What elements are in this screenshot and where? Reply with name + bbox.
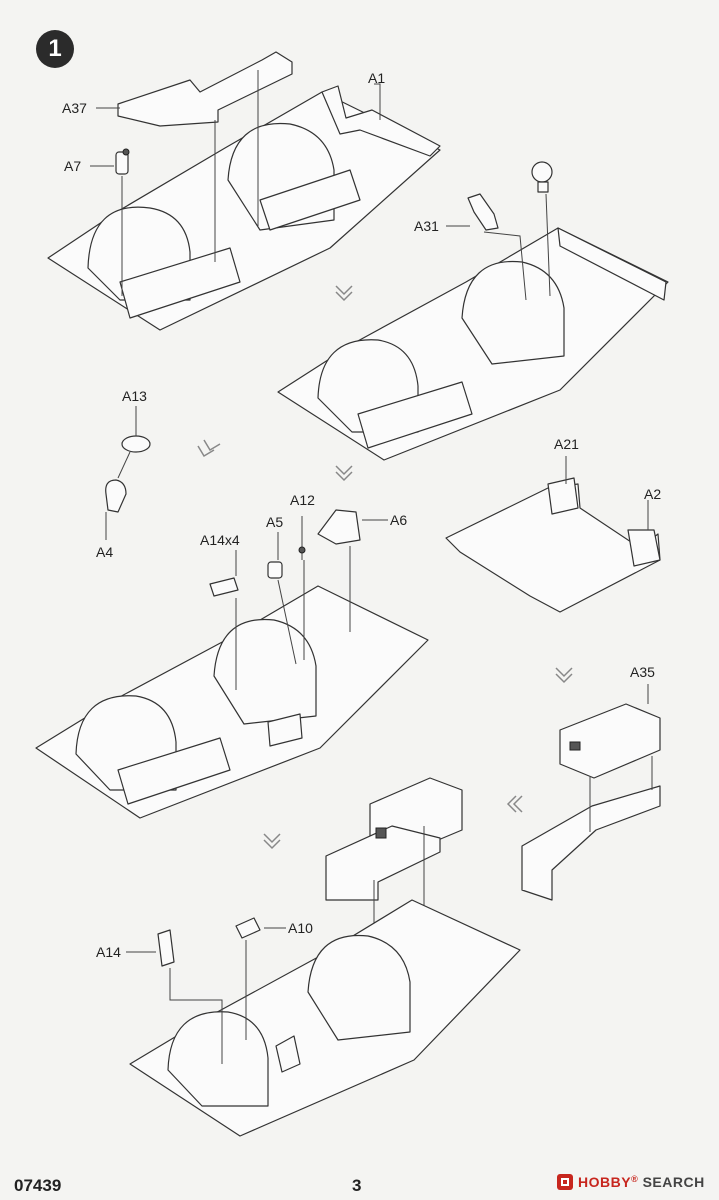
part-a12-drawing: [298, 516, 306, 560]
watermark-brand-red: HOBBY: [578, 1174, 632, 1190]
step-number-badge: 1: [36, 30, 74, 68]
part-a10-drawing: [235, 917, 261, 939]
part-a21-a2-drawing: [445, 477, 661, 613]
left-arrow-icon: [506, 795, 523, 813]
part-a13-drawing: [117, 435, 151, 479]
label-a10: A10: [288, 920, 313, 936]
label-a21: A21: [554, 436, 579, 452]
hobbysearch-logo-icon: [557, 1174, 573, 1190]
label-a1: A1: [368, 70, 386, 86]
label-a13: A13: [122, 388, 147, 404]
part-a4-drawing: [105, 479, 127, 513]
down-arrow-icon: [335, 285, 353, 302]
label-a35: A35: [630, 664, 655, 680]
part-a14x4-drawing: [209, 577, 239, 597]
label-a31: A31: [414, 218, 439, 234]
chassis-drawing-top: [47, 85, 441, 331]
chassis-drawing-third: [35, 585, 429, 819]
page-number: 3: [352, 1176, 362, 1195]
watermark-mark: ®: [631, 1174, 639, 1184]
label-a6: A6: [390, 512, 408, 528]
part-a7-drawing: [115, 148, 130, 175]
watermark-brand-dark: SEARCH: [642, 1174, 705, 1190]
label-a7: A7: [64, 158, 82, 174]
down-arrow-icon: [555, 667, 573, 684]
label-a14x4: A14x4: [200, 532, 240, 548]
part-a6-drawing: [317, 509, 361, 545]
diagonal-arrow-icon: [197, 439, 221, 458]
part-a35-drawing: [559, 703, 661, 779]
label-a14: A14: [96, 944, 121, 960]
chassis-drawing-bottom: [129, 899, 521, 1137]
steering-wheel-small-drawing: [531, 161, 553, 193]
cab-box-assembly-drawing: [325, 777, 463, 901]
hobbysearch-watermark: HOBBY® SEARCH: [556, 1170, 712, 1194]
part-a14-drawing: [157, 929, 175, 967]
part-a31-drawing: [467, 193, 499, 231]
part-a5-drawing: [267, 561, 283, 579]
label-a12: A12: [290, 492, 315, 508]
watermark-text: HOBBY® SEARCH: [578, 1174, 705, 1190]
frame-rail-drawing-right: [521, 785, 661, 901]
label-a37: A37: [62, 100, 87, 116]
kit-number: 07439: [14, 1176, 62, 1195]
label-a5: A5: [266, 514, 284, 530]
label-a4: A4: [96, 544, 114, 560]
part-a37-drawing: [117, 51, 293, 127]
chassis-drawing-second: [277, 227, 669, 461]
down-arrow-icon: [263, 833, 281, 850]
label-a2: A2: [644, 486, 662, 502]
down-arrow-icon: [335, 465, 353, 482]
